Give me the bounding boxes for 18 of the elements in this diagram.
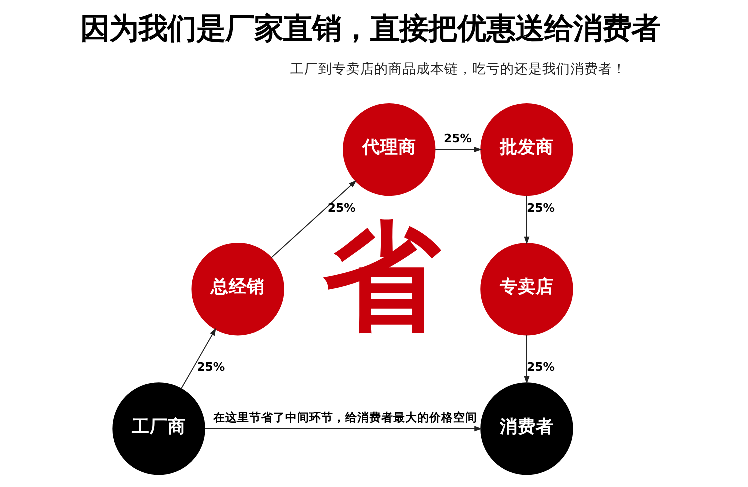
edge-label: 25%	[526, 360, 556, 374]
label: 工厂到专卖店的商品成本链，吃亏的还是我们消费者！	[290, 61, 626, 78]
edge-label: 在这里节省了中间环节，给消费者最大的价格空间	[214, 410, 478, 425]
node-circle: 代理商	[343, 103, 436, 196]
edge-label: 25%	[444, 132, 472, 146]
arrow	[204, 426, 482, 432]
node-circle: 批发商	[480, 103, 574, 196]
diagram-title: 因为我们是厂家直销，直接把优惠送给消费者	[80, 12, 661, 46]
arrow	[181, 328, 216, 390]
arrow	[524, 334, 530, 384]
node-circle: 消费者	[480, 382, 574, 476]
node-circle: 工厂商	[112, 382, 206, 476]
arrow	[271, 180, 357, 258]
edge-label: 25%	[526, 200, 556, 215]
edge-label: 25%	[197, 360, 226, 374]
node-circle: 专卖店	[480, 243, 574, 336]
arrow	[524, 195, 530, 245]
arrow	[435, 147, 482, 153]
